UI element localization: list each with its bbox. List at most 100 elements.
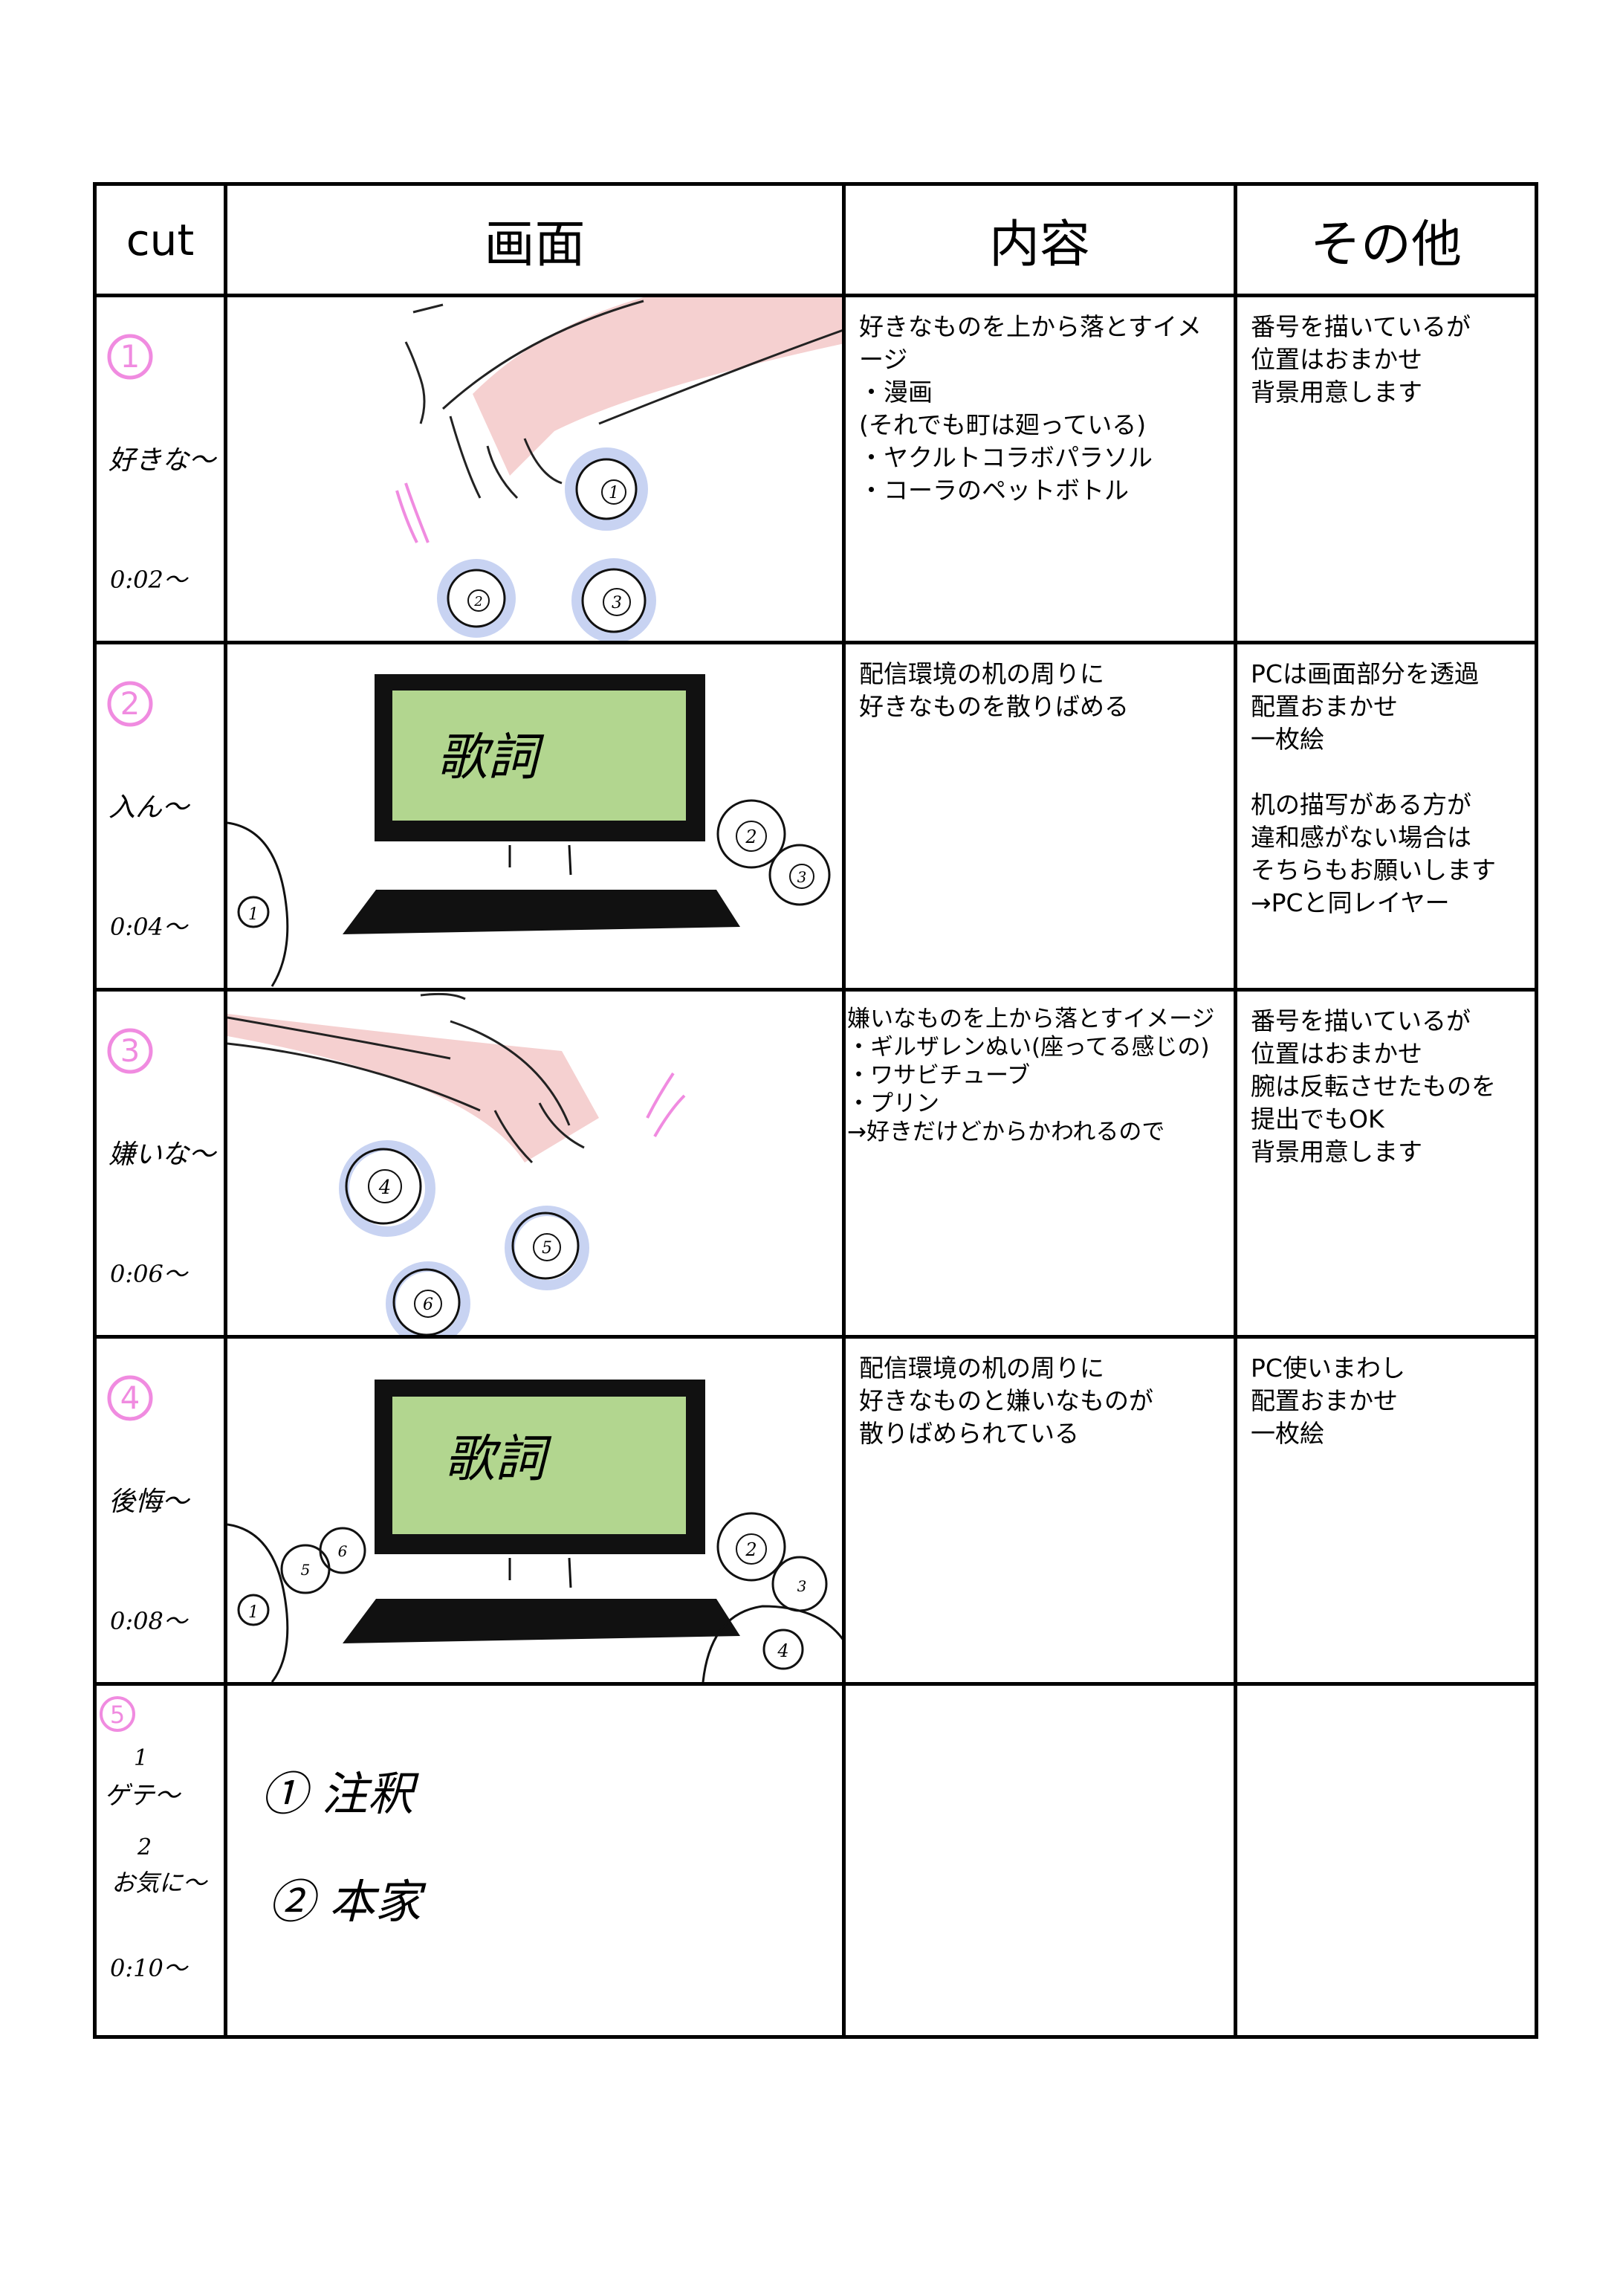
- item-marker-3: 3: [571, 558, 656, 639]
- svg-text:1: 1: [248, 1603, 259, 1622]
- cut-row-2: 2 入ん～ 0:04～ 歌詞 1 2: [93, 641, 1538, 992]
- cut-row-5: 5 1 ゲテ～ 2 お気に～ 0:10～ ① 注釈 ② 本家: [93, 1682, 1538, 2039]
- svg-text:3: 3: [797, 868, 807, 886]
- content-cell-2: 配信環境の机の周りに 好きなものを散りばめる: [842, 641, 1237, 992]
- item-marker-3: 3: [768, 844, 831, 906]
- cut-time-3: 0:06～: [110, 1260, 187, 1288]
- other-text-3: 番号を描いているが 位置はおまかせ 腕は反転させたものを 提出でもOK 背景用意…: [1251, 1006, 1496, 1166]
- cut-time-1: 0:02～: [110, 566, 187, 594]
- cut-cell-3: 3 嫌いな～ 0:06～: [93, 988, 227, 1339]
- content-text-4: 配信環境の机の周りに 好きなものと嫌いなものが 散りばめられている: [859, 1354, 1153, 1448]
- cut-time-2: 0:04～: [110, 913, 187, 941]
- cut-number-5: 5: [100, 1696, 135, 1732]
- cut-number-4: 4: [107, 1375, 153, 1421]
- lyrics-text: 歌詞: [437, 728, 545, 787]
- item-marker-4: 4: [702, 1605, 840, 1681]
- keyboard: [343, 1599, 740, 1643]
- monitor-screen: [392, 691, 686, 821]
- svg-text:6: 6: [423, 1296, 433, 1314]
- lyrics-text: 歌詞: [444, 1430, 552, 1489]
- item-marker-5: 5: [505, 1206, 589, 1290]
- cut-note-3: 嫌いな～: [108, 1139, 216, 1170]
- cut-number-2: 2: [107, 681, 153, 727]
- item-marker-1: 1: [237, 896, 270, 928]
- item-marker-2: 2: [437, 559, 516, 638]
- cut-cell-5: 5 1 ゲテ～ 2 お気に～ 0:10～: [93, 1682, 227, 2039]
- content-cell-5: [842, 1682, 1237, 2039]
- item-marker-2: 2: [716, 1512, 786, 1582]
- svg-text:3: 3: [612, 594, 622, 612]
- keyboard: [343, 890, 740, 934]
- header-content: 内容: [842, 182, 1237, 297]
- screen-cell-3: 4 5 6: [224, 988, 846, 1339]
- header-row: cut 画面 内容 その他: [93, 182, 1538, 297]
- item-marker-1: 1: [237, 1594, 270, 1626]
- cut-note-4: 後悔～: [108, 1487, 189, 1517]
- other-text-4: PC使いまわし 配置おまかせ 一枚絵: [1251, 1354, 1405, 1448]
- pc-desk-sketch-2: 歌詞 1 2 3: [229, 674, 831, 986]
- other-cell-3: 番号を描いているが 位置はおまかせ 腕は反転させたものを 提出でもOK 背景用意…: [1234, 988, 1538, 1339]
- content-text-1: 好きなものを上から落とすイメージ ・漫画 (それでも町は廻っている) ・ヤクルト…: [859, 312, 1202, 505]
- svg-text:5: 5: [301, 1561, 311, 1579]
- content-cell-4: 配信環境の机の周りに 好きなものと嫌いなものが 散りばめられている: [842, 1335, 1237, 1686]
- screen-line-original: ② 本家: [268, 1875, 421, 1929]
- other-text-2: PCは画面部分を透過 配置おまかせ 一枚絵 机の描写がある方が 違和感がない場合…: [1251, 659, 1496, 917]
- cut-cell-1: 1 好きな～ 0:02～: [93, 294, 227, 644]
- screen-cell-1: 1 2 3: [224, 294, 846, 644]
- cut-time-4: 0:08～: [110, 1607, 187, 1635]
- cut-row-1: 1 好きな～ 0:02～ 1: [93, 294, 1538, 644]
- other-cell-1: 番号を描いているが 位置はおまかせ 背景用意します: [1234, 294, 1538, 644]
- svg-text:3: 3: [797, 1577, 807, 1595]
- svg-text:3: 3: [120, 1032, 140, 1069]
- cut-number-3: 3: [107, 1028, 153, 1074]
- cut-note-1: 好きな～: [108, 445, 216, 476]
- svg-text:5: 5: [110, 1701, 125, 1729]
- svg-text:5: 5: [542, 1239, 552, 1258]
- content-text-5: [846, 1686, 1234, 1699]
- content-cell-3: 嫌いなものを上から落とすイメージ ・ギルザレンぬい(座ってる感じの) ・ワサビチ…: [842, 988, 1237, 1339]
- monitor-screen: [392, 1397, 686, 1534]
- svg-text:6: 6: [338, 1542, 348, 1560]
- other-cell-4: PC使いまわし 配置おまかせ 一枚絵: [1234, 1335, 1538, 1686]
- svg-text:1: 1: [248, 905, 259, 924]
- cut-note-5b: お気に～: [111, 1869, 207, 1897]
- svg-text:1: 1: [609, 484, 619, 502]
- screen-cell-2: 歌詞 1 2 3: [224, 641, 846, 992]
- cut-row-3: 3 嫌いな～ 0:06～ 4: [93, 988, 1538, 1339]
- cut-note-5a-num: 1: [134, 1745, 149, 1771]
- header-cut: cut: [93, 182, 227, 297]
- other-text-5: [1237, 1686, 1535, 1699]
- item-marker-4: 4: [339, 1140, 435, 1237]
- svg-text:4: 4: [777, 1640, 788, 1661]
- pc-desk-sketch-4: 歌詞 1 5 6 2: [229, 1380, 840, 1681]
- item-marker-5: 5: [280, 1544, 331, 1594]
- header-other: その他: [1234, 182, 1538, 297]
- cut-cell-4: 4 後悔～ 0:08～: [93, 1335, 227, 1686]
- svg-text:2: 2: [745, 827, 757, 847]
- cut-note-5b-num: 2: [137, 1834, 152, 1860]
- cut-cell-2: 2 入ん～ 0:04～: [93, 641, 227, 992]
- item-marker-6: 6: [386, 1261, 470, 1333]
- item-marker-6: 6: [319, 1527, 366, 1574]
- other-cell-5: [1234, 1682, 1538, 2039]
- cut-row-4: 4 後悔～ 0:08～ 歌詞 1 5: [93, 1335, 1538, 1686]
- content-cell-1: 好きなものを上から落とすイメージ ・漫画 (それでも町は廻っている) ・ヤクルト…: [842, 294, 1237, 644]
- hand-drop-sketch-3: 4 5 6: [229, 993, 686, 1333]
- item-marker-3: 3: [771, 1556, 828, 1612]
- cut-note-5a: ゲテ～: [104, 1781, 180, 1811]
- storyboard-table: cut 画面 内容 その他 1 好きな～ 0:02～: [93, 182, 1538, 2039]
- other-cell-2: PCは画面部分を透過 配置おまかせ 一枚絵 机の描写がある方が 違和感がない場合…: [1234, 641, 1538, 992]
- screen-cell-4: 歌詞 1 5 6 2: [224, 1335, 846, 1686]
- screen-cell-5: ① 注釈 ② 本家: [224, 1682, 846, 2039]
- cut-number-1: 1: [107, 334, 153, 380]
- svg-text:2: 2: [745, 1539, 757, 1560]
- item-marker-2: 2: [716, 799, 786, 869]
- svg-text:4: 4: [378, 1177, 392, 1199]
- other-text-1: 番号を描いているが 位置はおまかせ 背景用意します: [1251, 312, 1471, 407]
- item-marker-1: 1: [565, 447, 648, 531]
- header-screen: 画面: [224, 182, 846, 297]
- svg-text:2: 2: [120, 685, 140, 722]
- svg-text:4: 4: [120, 1380, 140, 1416]
- cut-note-2: 入ん～: [108, 792, 189, 823]
- svg-text:2: 2: [473, 594, 482, 609]
